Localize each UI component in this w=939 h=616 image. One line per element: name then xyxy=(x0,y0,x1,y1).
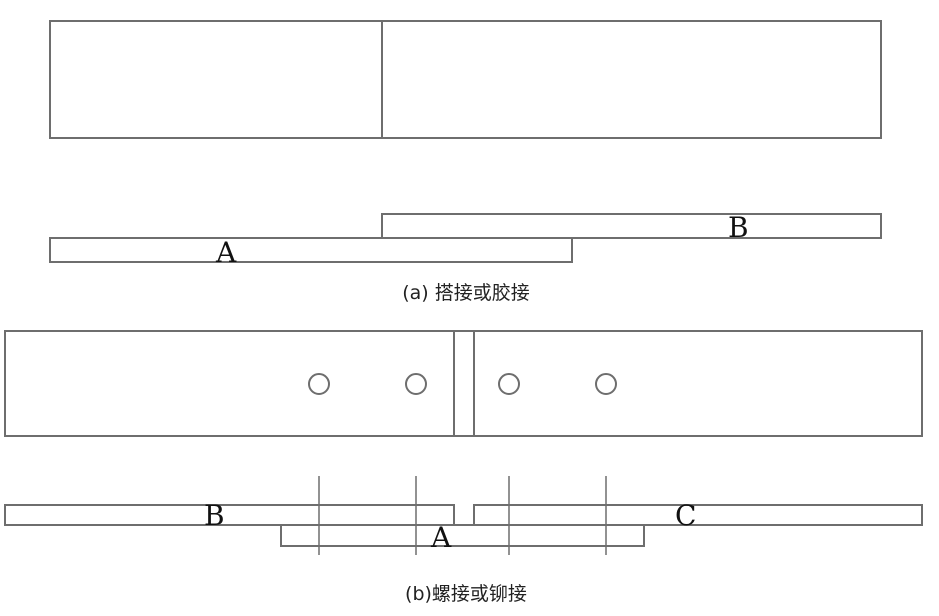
label-plate-a: A xyxy=(215,236,237,269)
bolt-hole-4 xyxy=(595,373,617,395)
figure-a-side-view: A B xyxy=(49,211,882,269)
figure-a-top-view xyxy=(49,20,882,139)
figure-b-side-view: B A C xyxy=(4,476,923,555)
plate-c-side xyxy=(473,504,923,526)
label-plate-b: B xyxy=(204,499,225,532)
plate-b-side xyxy=(381,213,882,239)
caption-b: (b)螺接或铆接 xyxy=(405,583,527,605)
label-plate-a: A xyxy=(430,521,452,554)
bolt-hole-2 xyxy=(405,373,427,395)
caption-a: (a) 搭接或胶接 xyxy=(402,282,530,304)
plate-outline-top-a xyxy=(49,20,882,139)
label-plate-c: C xyxy=(675,499,696,532)
figure-b-top-view xyxy=(4,330,923,437)
plate-a-side xyxy=(49,237,573,263)
bolt-hole-1 xyxy=(308,373,330,395)
splice-plate-a-side xyxy=(280,524,645,547)
plate-outline-top-b xyxy=(4,330,923,437)
plate-b-side xyxy=(4,504,455,526)
label-plate-b: B xyxy=(728,211,749,244)
bolt-hole-3 xyxy=(498,373,520,395)
